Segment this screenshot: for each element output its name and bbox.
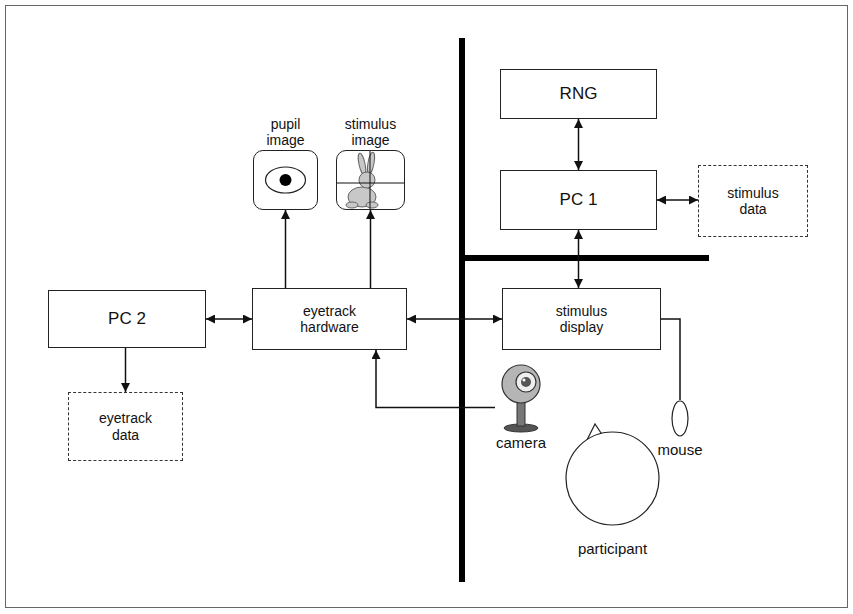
room-divider bbox=[462, 255, 709, 261]
camera-lens bbox=[516, 372, 536, 392]
label-holder: stimulus image bbox=[341, 116, 401, 148]
connector-arrow bbox=[370, 210, 372, 288]
node-label: pupil image bbox=[256, 116, 316, 148]
node-label: stimulus display bbox=[547, 303, 617, 335]
connector-arrow bbox=[125, 348, 127, 392]
crosshair bbox=[370, 151, 371, 209]
lens-highlight bbox=[523, 379, 526, 382]
connector-arrow bbox=[206, 318, 252, 320]
rabbit-foot bbox=[366, 202, 378, 208]
pupil-dot bbox=[280, 174, 292, 186]
node-label: eyetrack data bbox=[91, 410, 161, 442]
rabbit-picture bbox=[337, 151, 404, 209]
image-panel: pupil image bbox=[253, 150, 318, 210]
label-holder: mouse bbox=[657, 441, 702, 458]
connector-arrow bbox=[407, 318, 502, 320]
room-divider bbox=[459, 38, 465, 582]
node-label: RNG bbox=[560, 84, 598, 104]
camera-icon: camera bbox=[495, 362, 547, 432]
camera-lens-core bbox=[521, 377, 531, 387]
rabbit-ear bbox=[366, 152, 376, 175]
image-panel: stimulus image bbox=[336, 150, 405, 210]
data-store: eyetrack data bbox=[68, 392, 183, 461]
connector-arrow bbox=[578, 119, 580, 170]
rabbit-foot bbox=[346, 202, 358, 208]
connector-arrow bbox=[285, 210, 287, 288]
shape-outline bbox=[671, 400, 689, 437]
rabbit-head bbox=[359, 172, 375, 188]
process-box: RNG bbox=[500, 69, 657, 119]
outer-frame bbox=[6, 6, 848, 608]
connector-line bbox=[661, 319, 680, 400]
node-label: mouse bbox=[657, 441, 702, 458]
node-label: PC 2 bbox=[108, 309, 146, 329]
node-label: stimulus image bbox=[341, 116, 401, 148]
label-holder: camera bbox=[496, 434, 546, 451]
participant-head: participant bbox=[565, 431, 660, 526]
node-label: participant bbox=[578, 540, 647, 557]
eye-symbol bbox=[266, 167, 306, 193]
node-label: camera bbox=[496, 434, 546, 451]
connector-arrow bbox=[657, 199, 698, 201]
connector-arrow bbox=[578, 230, 580, 288]
mouse-symbol: mouse bbox=[671, 400, 689, 437]
shape-outline bbox=[565, 431, 660, 526]
computer-box: PC 2 bbox=[48, 290, 206, 348]
label-holder: participant bbox=[578, 540, 647, 557]
crosshair bbox=[337, 183, 404, 184]
node-label: stimulus data bbox=[718, 185, 788, 217]
label-holder: pupil image bbox=[256, 116, 316, 148]
connector-arrow bbox=[376, 350, 495, 408]
data-store: stimulus data bbox=[698, 165, 808, 237]
eye-outline bbox=[266, 167, 306, 193]
mouse-outline bbox=[672, 401, 688, 436]
camera-stand bbox=[517, 400, 525, 426]
computer-box: PC 1 bbox=[500, 170, 657, 230]
head-outline bbox=[566, 432, 659, 525]
hardware-box: eyetrack hardware bbox=[252, 288, 407, 350]
webcam-picture bbox=[502, 365, 540, 432]
camera-body bbox=[502, 365, 540, 403]
display-box: stimulus display bbox=[502, 288, 661, 350]
node-label: PC 1 bbox=[560, 190, 598, 210]
node-label: eyetrack hardware bbox=[290, 303, 370, 335]
